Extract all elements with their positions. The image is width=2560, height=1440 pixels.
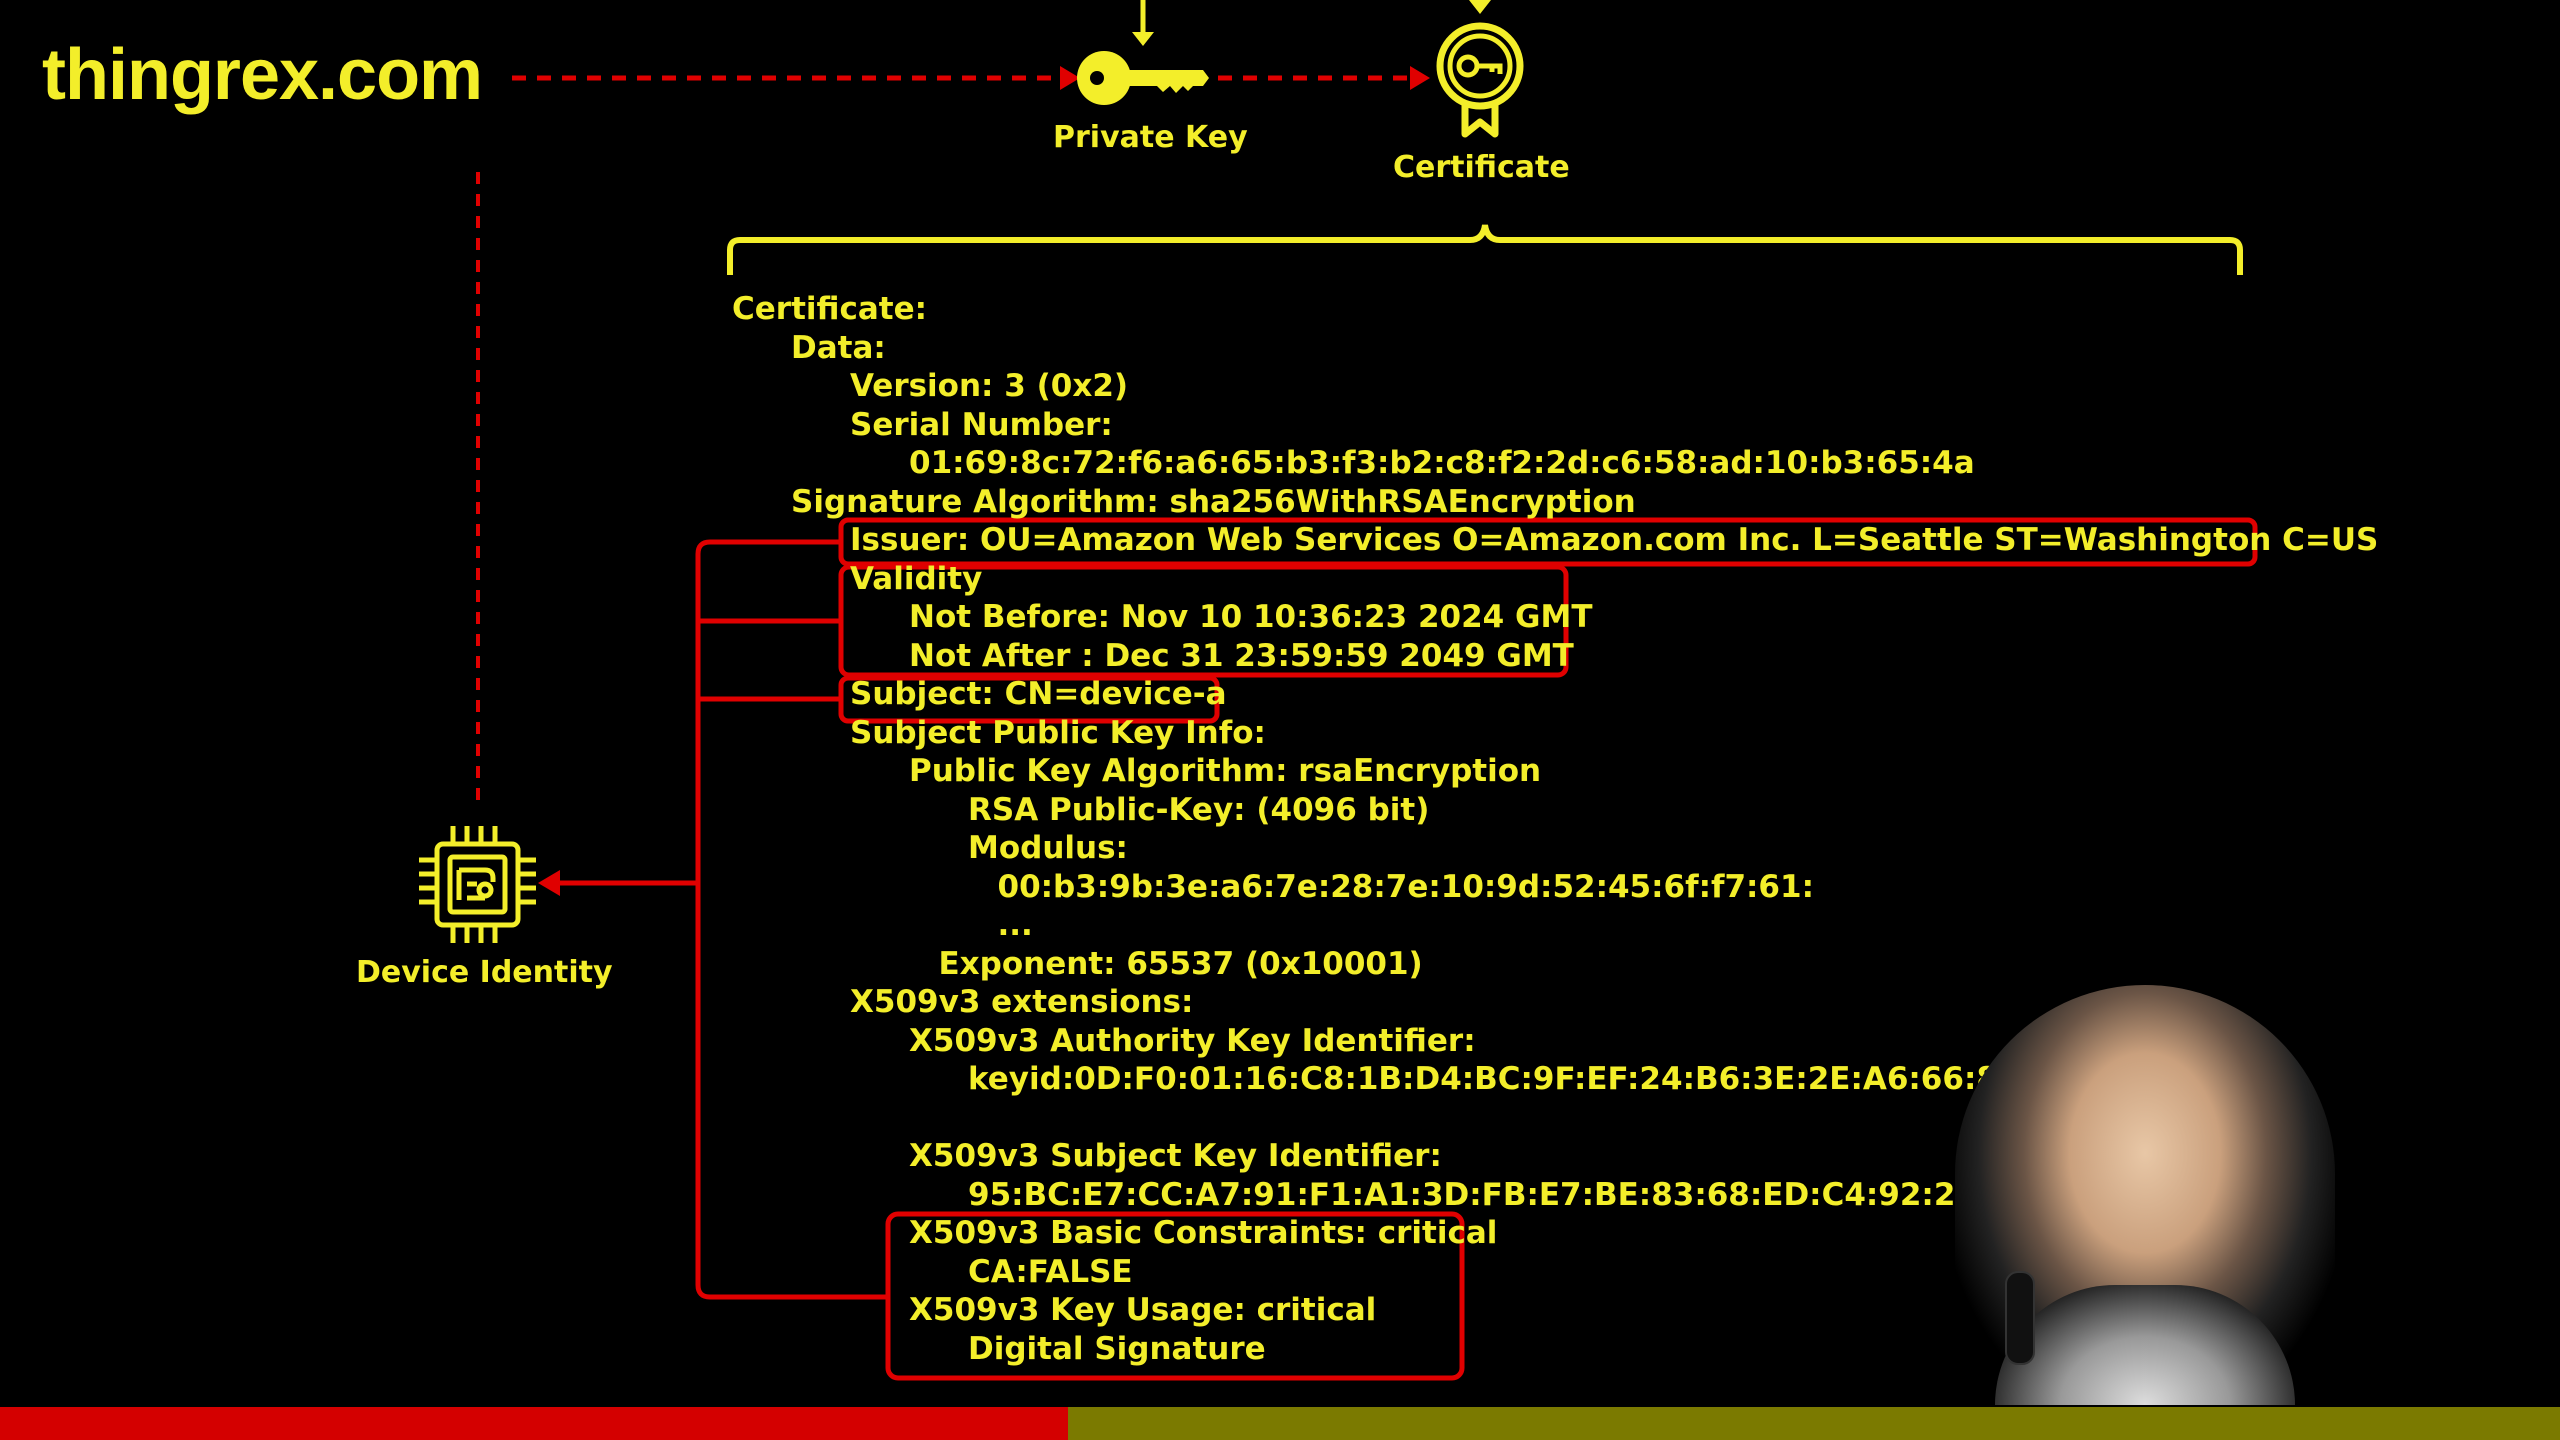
microphone-icon <box>2005 1271 2035 1365</box>
certificate-line: 01:69:8c:72:f6:a6:65:b3:f3:b2:c8:f2:2d:c… <box>909 445 1975 481</box>
certificate-line: CA:FALSE <box>968 1253 1133 1290</box>
presenter-shirt <box>1995 1285 2295 1405</box>
certificate-line: Version: 3 (0x2) <box>850 368 1129 404</box>
certificate-icon <box>1436 22 1524 138</box>
device-identity-label: Device Identity <box>356 955 613 990</box>
certificate-line: X509v3 Authority Key Identifier: <box>909 1022 1476 1059</box>
certificate-line: Not After : Dec 31 23:59:59 2049 GMT <box>909 637 1574 674</box>
chip-icon <box>419 826 536 943</box>
certificate-line: X509v3 Subject Key Identifier: <box>909 1138 1442 1174</box>
certificate-line: Subject: CN=device-a <box>850 676 1227 712</box>
certificate-line: ... <box>997 907 1033 943</box>
video-progress-fill <box>0 1407 1068 1440</box>
video-progress-bar[interactable] <box>0 1407 2560 1440</box>
presenter-webcam <box>1955 985 2335 1405</box>
certificate-details: Certificate:Data:Version: 3 (0x2)Serial … <box>732 290 2378 1368</box>
certificate-line: RSA Public-Key: (4096 bit) <box>968 791 1430 828</box>
certificate-line: Digital Signature <box>968 1330 1266 1367</box>
certificate-line: Data: <box>791 329 886 366</box>
certificate-line: Subject Public Key Info: <box>850 714 1266 751</box>
key-icon <box>1077 51 1209 105</box>
certificate-line: Serial Number: <box>850 406 1113 443</box>
site-title: thingrex.com <box>42 35 483 115</box>
certificate-line: X509v3 Basic Constraints: critical <box>909 1215 1498 1251</box>
certificate-line: Issuer: OU=Amazon Web Services O=Amazon.… <box>850 522 2379 558</box>
certificate-line: X509v3 Key Usage: critical <box>909 1292 1377 1328</box>
certificate-line: X509v3 extensions: <box>850 984 1194 1020</box>
certificate-line: 95:BC:E7:CC:A7:91:F1:A1:3D:FB:E7:BE:83:6… <box>968 1176 2035 1213</box>
certificate-line: keyid:0D:F0:01:16:C8:1B:D4:BC:9F:EF:24:B… <box>968 1061 2076 1097</box>
certificate-line: Public Key Algorithm: rsaEncryption <box>909 753 1542 789</box>
certificate-line: Certificate: <box>732 291 928 327</box>
certificate-line: Validity <box>850 560 983 597</box>
certificate-line: Not Before: Nov 10 10:36:23 2024 GMT <box>909 599 1593 635</box>
private-key-label: Private Key <box>1053 120 1248 155</box>
certificate-label: Certificate <box>1393 150 1570 185</box>
certificate-line: Signature Algorithm: sha256WithRSAEncryp… <box>791 483 1636 520</box>
certificate-line: Modulus: <box>968 830 1128 866</box>
certificate-line: Exponent: 65537 (0x10001) <box>938 945 1423 982</box>
certificate-line: 00:b3:9b:3e:a6:7e:28:7e:10:9d:52:45:6f:f… <box>997 868 1814 905</box>
